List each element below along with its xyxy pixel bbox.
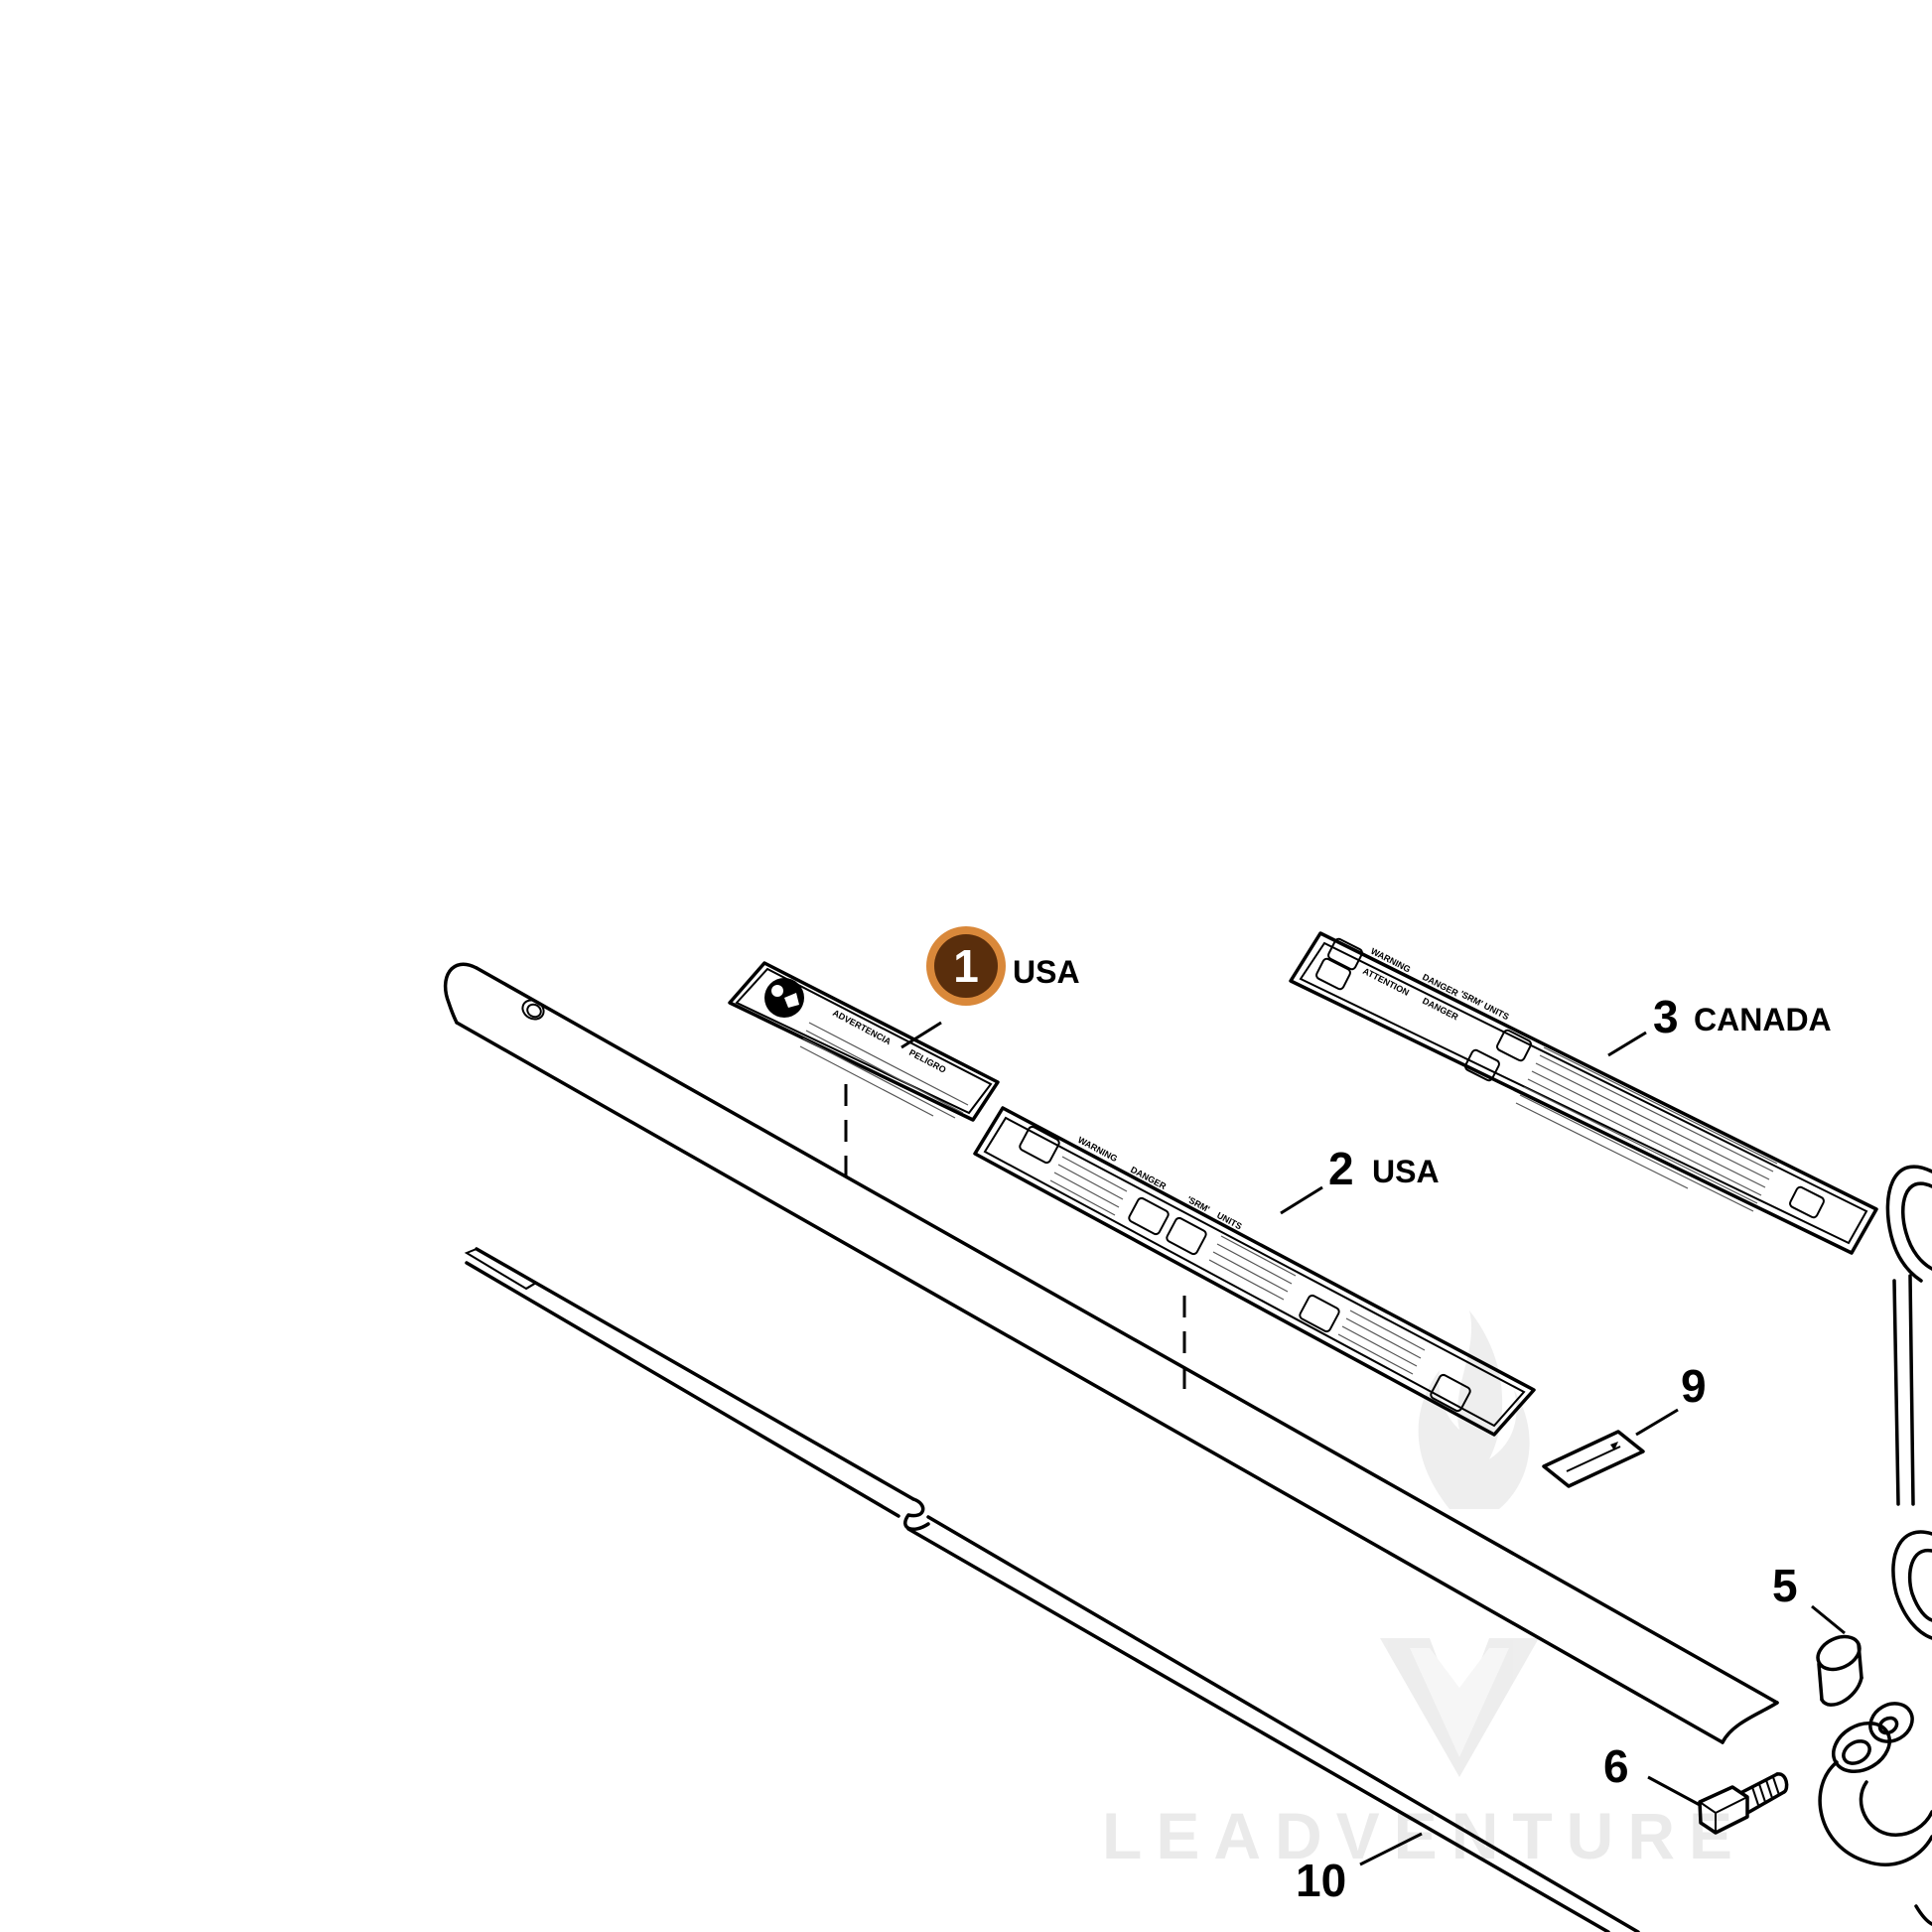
callout-1-leader xyxy=(900,1021,942,1049)
watermark-text: LEADVENTURE xyxy=(1102,1799,1746,1872)
part-5-sleeve[interactable] xyxy=(1813,1630,1865,1707)
decal-3[interactable]: WARNING DANGER ATTENTION DANGER 'SRM' UN… xyxy=(1289,931,1878,1255)
callout-9[interactable]: 9 xyxy=(1681,1360,1707,1412)
callout-10-leader xyxy=(1359,1832,1423,1866)
callout-1-region: USA xyxy=(1013,954,1080,990)
callout-3-region: CANADA xyxy=(1694,1002,1832,1037)
callout-1-number: 1 xyxy=(953,940,979,992)
loop-handle[interactable] xyxy=(1885,1165,1932,1640)
callout-5-number: 5 xyxy=(1772,1560,1798,1611)
drive-shaft[interactable] xyxy=(464,1247,1640,1932)
decal-2[interactable]: WARNING DANGER 'SRM' UNITS xyxy=(973,1106,1536,1437)
callout-9-leader xyxy=(1635,1408,1679,1437)
decal-2-fine-print xyxy=(1049,1156,1426,1375)
callout-10-number: 10 xyxy=(1296,1855,1346,1906)
callout-9-number: 9 xyxy=(1681,1360,1707,1412)
part-9-label[interactable] xyxy=(1542,1430,1645,1488)
callout-6-number: 6 xyxy=(1603,1740,1629,1792)
part-6-bolt[interactable] xyxy=(1698,1772,1789,1835)
callout-5[interactable]: 5 xyxy=(1772,1560,1798,1611)
callout-10[interactable]: 10 xyxy=(1296,1855,1346,1906)
decal-3-fine-print xyxy=(1515,1046,1778,1212)
callout-6-leader xyxy=(1647,1775,1701,1807)
callout-2-region: USA xyxy=(1372,1154,1440,1189)
callout-3-leader xyxy=(1607,1031,1647,1057)
callout-6[interactable]: 6 xyxy=(1603,1740,1629,1792)
decal-1-fine-print xyxy=(799,1022,969,1119)
callout-3[interactable]: 3 CANADA xyxy=(1653,991,1832,1042)
callout-2-leader xyxy=(1280,1185,1323,1215)
callout-3-number: 3 xyxy=(1653,991,1679,1042)
callout-2-number: 2 xyxy=(1328,1143,1354,1194)
callout-2[interactable]: 2 USA xyxy=(1328,1143,1440,1194)
leadventure-logo-icon xyxy=(1380,1311,1539,1777)
clamp[interactable] xyxy=(1818,1696,1932,1926)
callout-1-highlight xyxy=(934,934,998,998)
callout-5-leader xyxy=(1811,1604,1846,1635)
shaft-tube[interactable] xyxy=(443,962,1779,1744)
callout-1[interactable]: 1 USA xyxy=(926,926,1080,1006)
